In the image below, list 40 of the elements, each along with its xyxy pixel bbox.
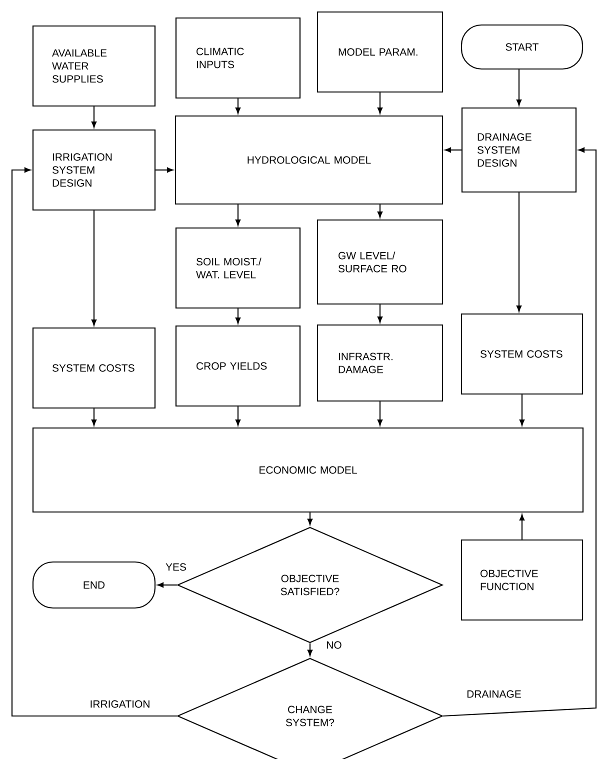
arrow [443, 147, 597, 717]
arrow [307, 512, 313, 526]
arrow [235, 204, 241, 226]
process-box: INFRASTR. DAMAGE [316, 324, 444, 402]
arrow [516, 192, 522, 312]
process-box: AVAILABLE WATER SUPPLIES [32, 25, 156, 107]
arrow [91, 408, 97, 426]
arrow [91, 210, 97, 326]
arrow [377, 204, 383, 218]
arrow [235, 98, 241, 114]
process-box: GW LEVEL/ SURFACE RO [316, 219, 444, 305]
process-box: IRRIGATION SYSTEM DESIGN [32, 129, 156, 211]
arrow [377, 304, 383, 323]
process-box: SYSTEM COSTS [460, 313, 584, 395]
arrow [157, 582, 177, 588]
process-box: ECONOMIC MODEL [32, 427, 584, 513]
process-box: HYDROLOGICAL MODEL [174, 115, 444, 205]
arrow [444, 147, 462, 153]
arrow [377, 92, 383, 114]
arrow [519, 394, 525, 426]
process-box: CLIMATIC INPUTS [175, 17, 301, 99]
edge-label: IRRIGATION [88, 699, 152, 709]
edge-label: DRAINAGE [466, 689, 522, 699]
arrow [519, 514, 525, 540]
process-box: DRAINAGE SYSTEM DESIGN [461, 107, 577, 193]
process-box: SOIL MOIST./ WAT. LEVEL [175, 227, 301, 309]
arrow [91, 106, 97, 128]
process-box: MODEL PARAM. [316, 11, 444, 93]
arrow [11, 167, 177, 717]
process-box: CROP YIELDS [175, 325, 301, 407]
arrow [377, 402, 383, 426]
arrow [235, 406, 241, 426]
arrow [307, 643, 313, 656]
process-box: OBJECTIVE FUNCTION [460, 539, 584, 621]
arrow [156, 167, 174, 173]
process-box: SYSTEM COSTS [32, 327, 156, 409]
arrow [516, 70, 522, 106]
arrow [235, 308, 241, 324]
terminal-box: END [32, 561, 156, 609]
terminal-box: START [460, 24, 584, 70]
